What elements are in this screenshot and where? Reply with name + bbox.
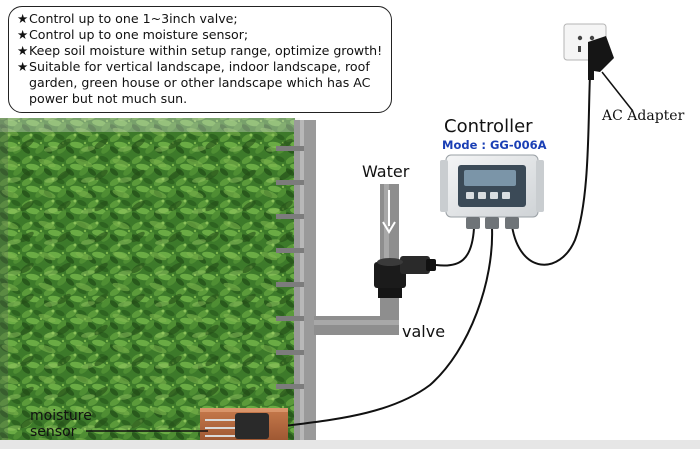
sensor-cable (284, 227, 494, 427)
feature-item: ★ Control up to one 1~3inch valve; (17, 11, 238, 26)
ac-adapter-label: AC Adapter (602, 108, 685, 124)
feature-list: ★ Control up to one 1~3inch valve; ★ Con… (8, 6, 392, 113)
star-bullet-icon: ★ (17, 11, 29, 26)
water-label: Water (362, 162, 410, 181)
model-label: Mode : GG-006A (442, 138, 547, 152)
green-wall (0, 118, 300, 440)
star-bullet-icon: ★ (17, 43, 29, 58)
feature-item: ★ Control up to one moisture sensor; (17, 27, 249, 42)
cables (284, 74, 591, 427)
moisture-sensor-label: moisture sensor (30, 408, 92, 440)
wall-frame (276, 120, 316, 445)
valve-label: valve (402, 322, 446, 341)
feature-item: ★ Suitable for vertical landscape, indoo… (17, 59, 371, 106)
adapter-cable (511, 74, 591, 266)
star-bullet-icon: ★ (17, 59, 29, 74)
controller-unit (440, 154, 544, 229)
controller-label: Controller (444, 116, 533, 137)
adapter-pointer (601, 71, 633, 111)
star-bullet-icon: ★ (17, 27, 29, 42)
floor (0, 440, 700, 449)
solenoid-valve (374, 256, 436, 298)
moisture-sensor (205, 413, 269, 439)
ac-adapter-plug (588, 36, 614, 80)
valve-cable (435, 227, 475, 267)
feature-item: ★ Keep soil moisture within setup range,… (17, 43, 383, 58)
